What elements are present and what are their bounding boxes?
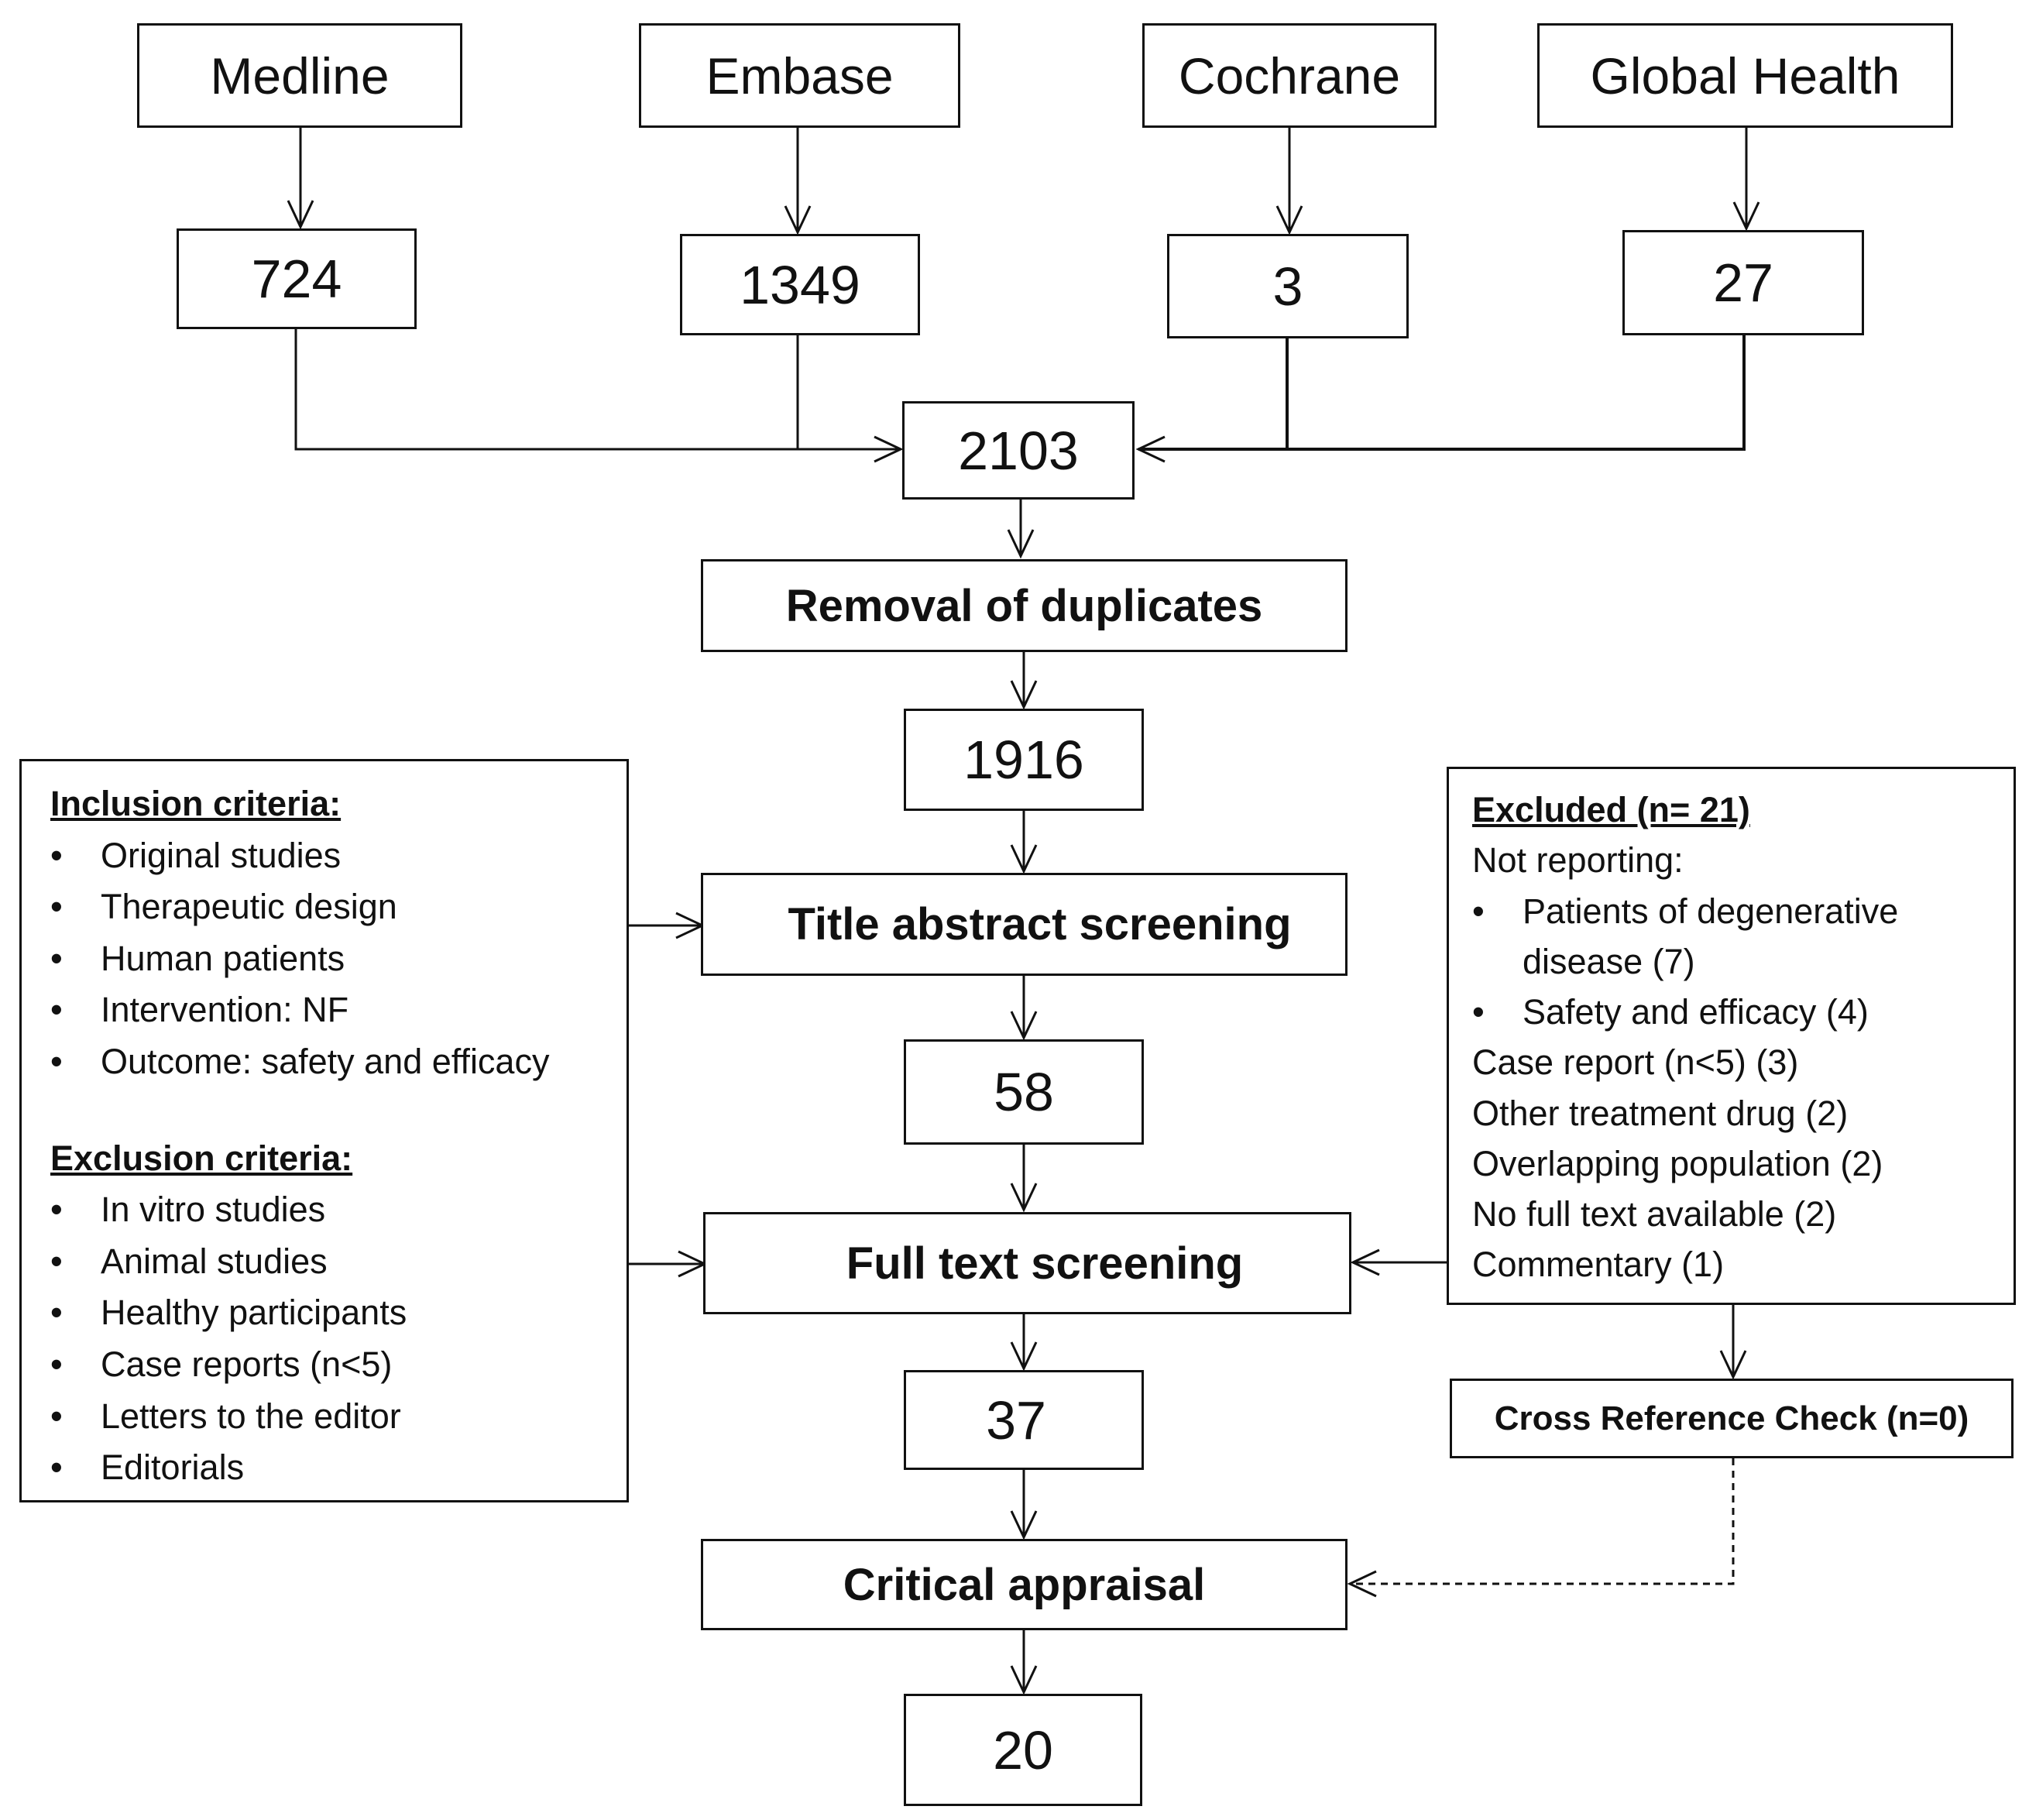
count-value: 3 bbox=[1272, 256, 1303, 317]
excluded-panel: Excluded (n= 21) Not reporting: Patients… bbox=[1447, 767, 2016, 1305]
count-embase: 1349 bbox=[680, 234, 920, 335]
step-removal-of-duplicates: Removal of duplicates bbox=[701, 559, 1348, 652]
cross-reference-label: Cross Reference Check (n=0) bbox=[1494, 1399, 1969, 1437]
count-value: 2103 bbox=[958, 420, 1079, 481]
count-value: 58 bbox=[994, 1062, 1054, 1122]
list-item: Outcome: safety and efficacy bbox=[50, 1036, 613, 1088]
not-reporting-list: Patients of degenerative disease (7) Saf… bbox=[1472, 886, 2003, 1038]
connector-medline-total bbox=[294, 329, 904, 463]
cross-reference-check: Cross Reference Check (n=0) bbox=[1450, 1379, 2014, 1458]
criteria-panel: Inclusion criteria: Original studies The… bbox=[19, 759, 629, 1502]
count-after-title: 58 bbox=[904, 1039, 1144, 1145]
count-value: 1916 bbox=[963, 730, 1084, 790]
list-item: Editorials bbox=[50, 1442, 613, 1494]
step-title-abstract-screening: Title abstract screening bbox=[701, 873, 1348, 976]
exclusion-criteria-list: In vitro studies Animal studies Healthy … bbox=[50, 1184, 613, 1494]
inclusion-criteria-list: Original studies Therapeutic design Huma… bbox=[50, 830, 613, 1088]
count-value: 1349 bbox=[740, 254, 860, 315]
list-item: Case reports (n<5) bbox=[50, 1339, 613, 1391]
count-after-full-text: 37 bbox=[904, 1370, 1144, 1470]
count-final: 20 bbox=[904, 1694, 1142, 1806]
list-item: Intervention: NF bbox=[50, 984, 613, 1036]
count-total: 2103 bbox=[902, 401, 1135, 500]
connector-globalhealth-total bbox=[1135, 335, 1746, 463]
list-item: Animal studies bbox=[50, 1236, 613, 1288]
source-label: Cochrane bbox=[1178, 46, 1401, 105]
source-embase: Embase bbox=[639, 23, 960, 128]
source-cochrane: Cochrane bbox=[1142, 23, 1437, 128]
count-global-health: 27 bbox=[1622, 230, 1864, 335]
source-label: Global Health bbox=[1590, 46, 1900, 105]
list-item: Patients of degenerative disease (7) bbox=[1472, 886, 2003, 987]
count-value: 37 bbox=[986, 1389, 1046, 1451]
excluded-reason: No full text available (2) bbox=[1472, 1194, 1837, 1234]
list-item: Healthy participants bbox=[50, 1287, 613, 1339]
list-item: Human patients bbox=[50, 933, 613, 985]
not-reporting-label: Not reporting: bbox=[1472, 840, 1684, 881]
excluded-reason: Other treatment drug (2) bbox=[1472, 1093, 1849, 1133]
count-after-dedup: 1916 bbox=[904, 709, 1144, 811]
list-item: Safety and efficacy (4) bbox=[1472, 987, 2003, 1038]
count-value: 20 bbox=[993, 1719, 1053, 1781]
source-medline: Medline bbox=[137, 23, 462, 128]
arrow-crossref-critical bbox=[1347, 1458, 1735, 1598]
source-label: Embase bbox=[706, 46, 894, 105]
count-cochrane: 3 bbox=[1167, 234, 1409, 338]
inclusion-criteria-heading: Inclusion criteria: bbox=[50, 784, 342, 823]
step-label: Critical appraisal bbox=[843, 1559, 1206, 1610]
exclusion-criteria-heading: Exclusion criteria: bbox=[50, 1138, 353, 1178]
source-global-health: Global Health bbox=[1537, 23, 1953, 128]
count-value: 724 bbox=[251, 249, 342, 309]
excluded-heading: Excluded (n= 21) bbox=[1472, 790, 1750, 829]
step-label: Title abstract screening bbox=[788, 899, 1292, 949]
excluded-reason: Commentary (1) bbox=[1472, 1245, 1725, 1285]
list-item: Letters to the editor bbox=[50, 1391, 613, 1443]
source-label: Medline bbox=[210, 46, 390, 105]
list-item: In vitro studies bbox=[50, 1184, 613, 1236]
excluded-reason: Case report (n<5) (3) bbox=[1472, 1042, 1799, 1083]
step-label: Removal of duplicates bbox=[785, 580, 1263, 631]
list-item: Original studies bbox=[50, 830, 613, 882]
count-medline: 724 bbox=[177, 228, 417, 329]
step-full-text-screening: Full text screening bbox=[703, 1212, 1351, 1314]
list-item: Therapeutic design bbox=[50, 881, 613, 933]
step-critical-appraisal: Critical appraisal bbox=[701, 1539, 1348, 1630]
step-label: Full text screening bbox=[846, 1238, 1244, 1289]
count-value: 27 bbox=[1713, 252, 1773, 313]
excluded-reason: Overlapping population (2) bbox=[1472, 1143, 1883, 1183]
